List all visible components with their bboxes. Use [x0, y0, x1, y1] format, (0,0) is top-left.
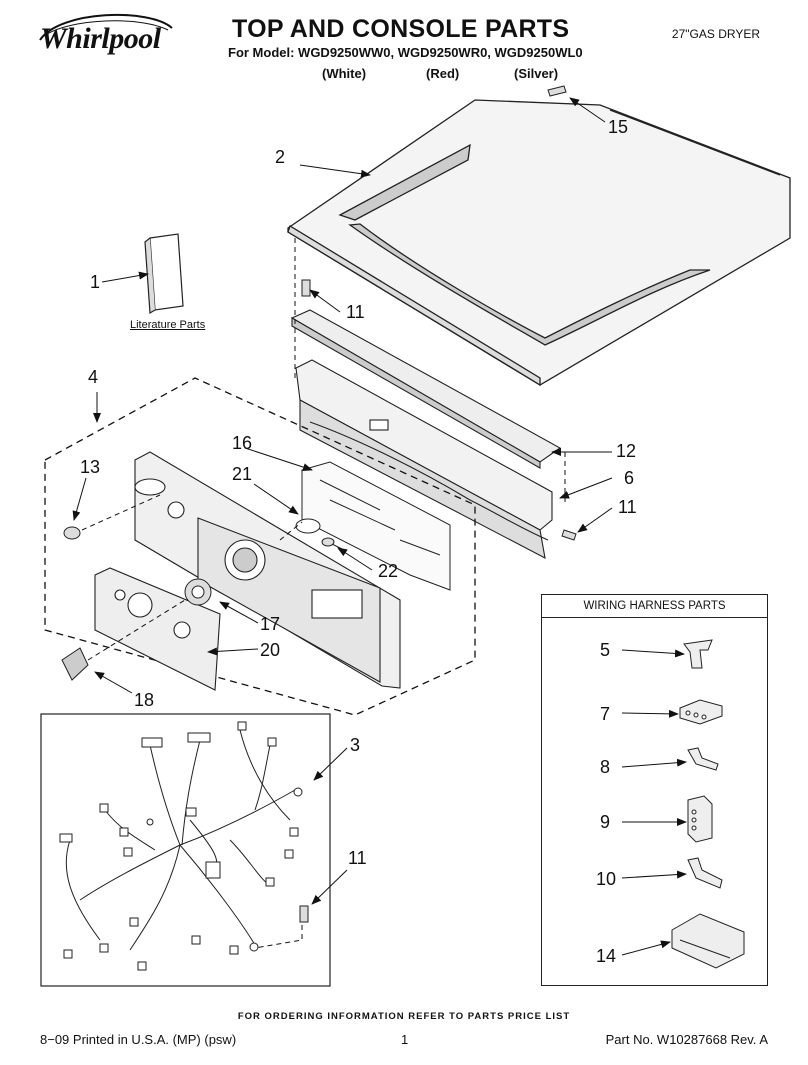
callout-11-top: 11 [346, 302, 365, 322]
callout-8: 8 [600, 757, 611, 777]
console-assembly-outline [44, 377, 476, 716]
callout-5: 5 [600, 640, 611, 660]
wiring-harness-parts-box [541, 594, 768, 986]
terminal-part-10 [687, 857, 723, 889]
color-silver: (Silver) [514, 66, 559, 81]
callout-18: 18 [134, 690, 155, 710]
callout-9: 9 [600, 812, 611, 832]
product-type: 27"GAS DRYER [671, 27, 760, 41]
callout-14: 14 [596, 946, 617, 966]
page-title: TOP AND CONSOLE PARTS [232, 15, 570, 43]
clip-part-5 [683, 639, 713, 669]
leader-arrows [72, 97, 687, 956]
literature-booklet [144, 233, 184, 315]
callout-13: 13 [80, 457, 101, 477]
callout-2: 2 [275, 147, 286, 167]
callout-11-right: 11 [618, 497, 637, 517]
connector-part-9 [687, 795, 713, 843]
screw-15 [547, 85, 567, 97]
callout-15: 15 [608, 117, 629, 137]
page-number: 1 [401, 1032, 409, 1047]
color-white: (White) [322, 66, 367, 81]
literature-parts-label: Literature Parts [130, 319, 206, 331]
callout-1: 1 [90, 272, 101, 292]
wiring-harness-part [65, 729, 296, 951]
ordering-note: FOR ORDERING INFORMATION REFER TO PARTS … [237, 1011, 571, 1022]
housing-part-14 [671, 913, 745, 969]
screw-11-top [301, 279, 311, 297]
console-back-part [295, 359, 553, 560]
wiring-harness-parts-title: WIRING HARNESS PARTS [541, 594, 768, 618]
callout-12: 12 [616, 441, 637, 461]
callout-11-harness: 11 [348, 848, 367, 868]
console-panel-part [134, 451, 401, 689]
screw-22 [321, 537, 343, 550]
link-lines [81, 238, 566, 949]
disc-part [295, 518, 321, 534]
callout-16: 16 [232, 433, 253, 453]
color-red: (Red) [426, 66, 460, 81]
callout-6: 6 [624, 468, 635, 488]
screw-11-harness [299, 905, 309, 923]
model-numbers: For Model: WGD9250WW0, WGD9250WR0, WGD92… [228, 45, 583, 60]
callout-4: 4 [88, 367, 99, 387]
part-number: Part No. W10287668 Rev. A [605, 1032, 768, 1047]
front-bezel-part [94, 567, 221, 691]
control-board-part [301, 461, 451, 591]
callout-21: 21 [232, 464, 253, 484]
whirlpool-logo-swoosh [39, 13, 173, 41]
callout-10: 10 [596, 869, 617, 889]
callout-20: 20 [260, 640, 281, 660]
callout-22: 22 [378, 561, 399, 581]
screw-11-right [561, 529, 577, 541]
print-info: 8−09 Printed in U.S.A. (MP) (psw) [40, 1032, 237, 1047]
callout-3: 3 [350, 735, 361, 755]
harness-connectors [59, 721, 303, 971]
brand-logo: Whirlpool [40, 22, 161, 55]
harness-frame [40, 713, 331, 987]
callout-17: 17 [260, 614, 281, 634]
connector-part-7 [679, 699, 723, 725]
terminal-part-8 [687, 747, 719, 771]
knob-ring-part [184, 578, 212, 606]
callout-7: 7 [600, 704, 611, 724]
top-panel-part [287, 99, 791, 387]
button-part [63, 526, 81, 540]
knob-part [61, 647, 89, 681]
